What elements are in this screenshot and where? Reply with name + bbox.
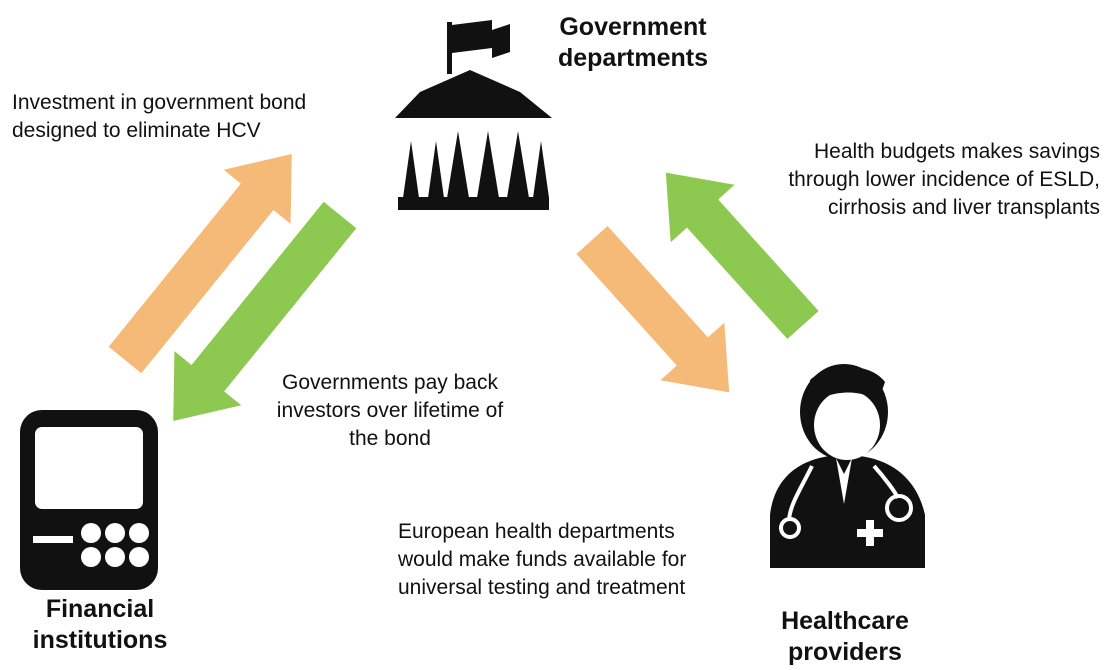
payback-text-line-3: the bond xyxy=(349,427,431,450)
funding-text-line-1: European health departments xyxy=(398,520,675,543)
healthcare-label-line-2: providers xyxy=(788,638,902,666)
government-label-line-1: Government xyxy=(559,13,707,41)
savings-text-line-1: Health budgets makes savings xyxy=(814,140,1100,163)
investment-text-line-1: Investment in government bond xyxy=(12,91,307,114)
financial-label-line-2: institutions xyxy=(32,626,168,654)
doctor-icon xyxy=(770,364,925,568)
savings-text: Health budgets makes savings through low… xyxy=(728,138,1100,222)
government-label: Government departments xyxy=(547,12,719,74)
investment-arrow xyxy=(108,154,292,374)
investment-text-line-2: designed to eliminate HCV xyxy=(12,119,261,142)
payback-arrow xyxy=(173,201,357,421)
financial-label-line-1: Financial xyxy=(45,595,155,623)
calculator-terminal-icon xyxy=(20,410,158,590)
payback-text-line-2: investors over lifetime of xyxy=(276,399,504,422)
payback-text: Governments pay back investors over life… xyxy=(245,369,535,453)
healthcare-label-line-1: Healthcare xyxy=(781,607,909,635)
funding-text-line-3: universal testing and treatment xyxy=(398,576,686,599)
funding-text: European health departments would make f… xyxy=(398,518,758,602)
government-building-icon xyxy=(395,20,552,210)
financial-label: Financial institutions xyxy=(10,594,190,656)
savings-text-line-2: through lower incidence of ESLD, xyxy=(788,168,1100,191)
savings-text-line-3: cirrhosis and liver transplants xyxy=(828,196,1100,219)
investment-text: Investment in government bond designed t… xyxy=(12,89,372,145)
payback-text-line-1: Governments pay back xyxy=(282,371,498,394)
healthcare-label: Healthcare providers xyxy=(745,606,945,668)
funding-text-line-2: would make funds available for xyxy=(398,548,687,571)
government-label-line-2: departments xyxy=(557,44,709,72)
savings-arrow xyxy=(665,172,819,340)
funding-arrow xyxy=(576,225,730,393)
